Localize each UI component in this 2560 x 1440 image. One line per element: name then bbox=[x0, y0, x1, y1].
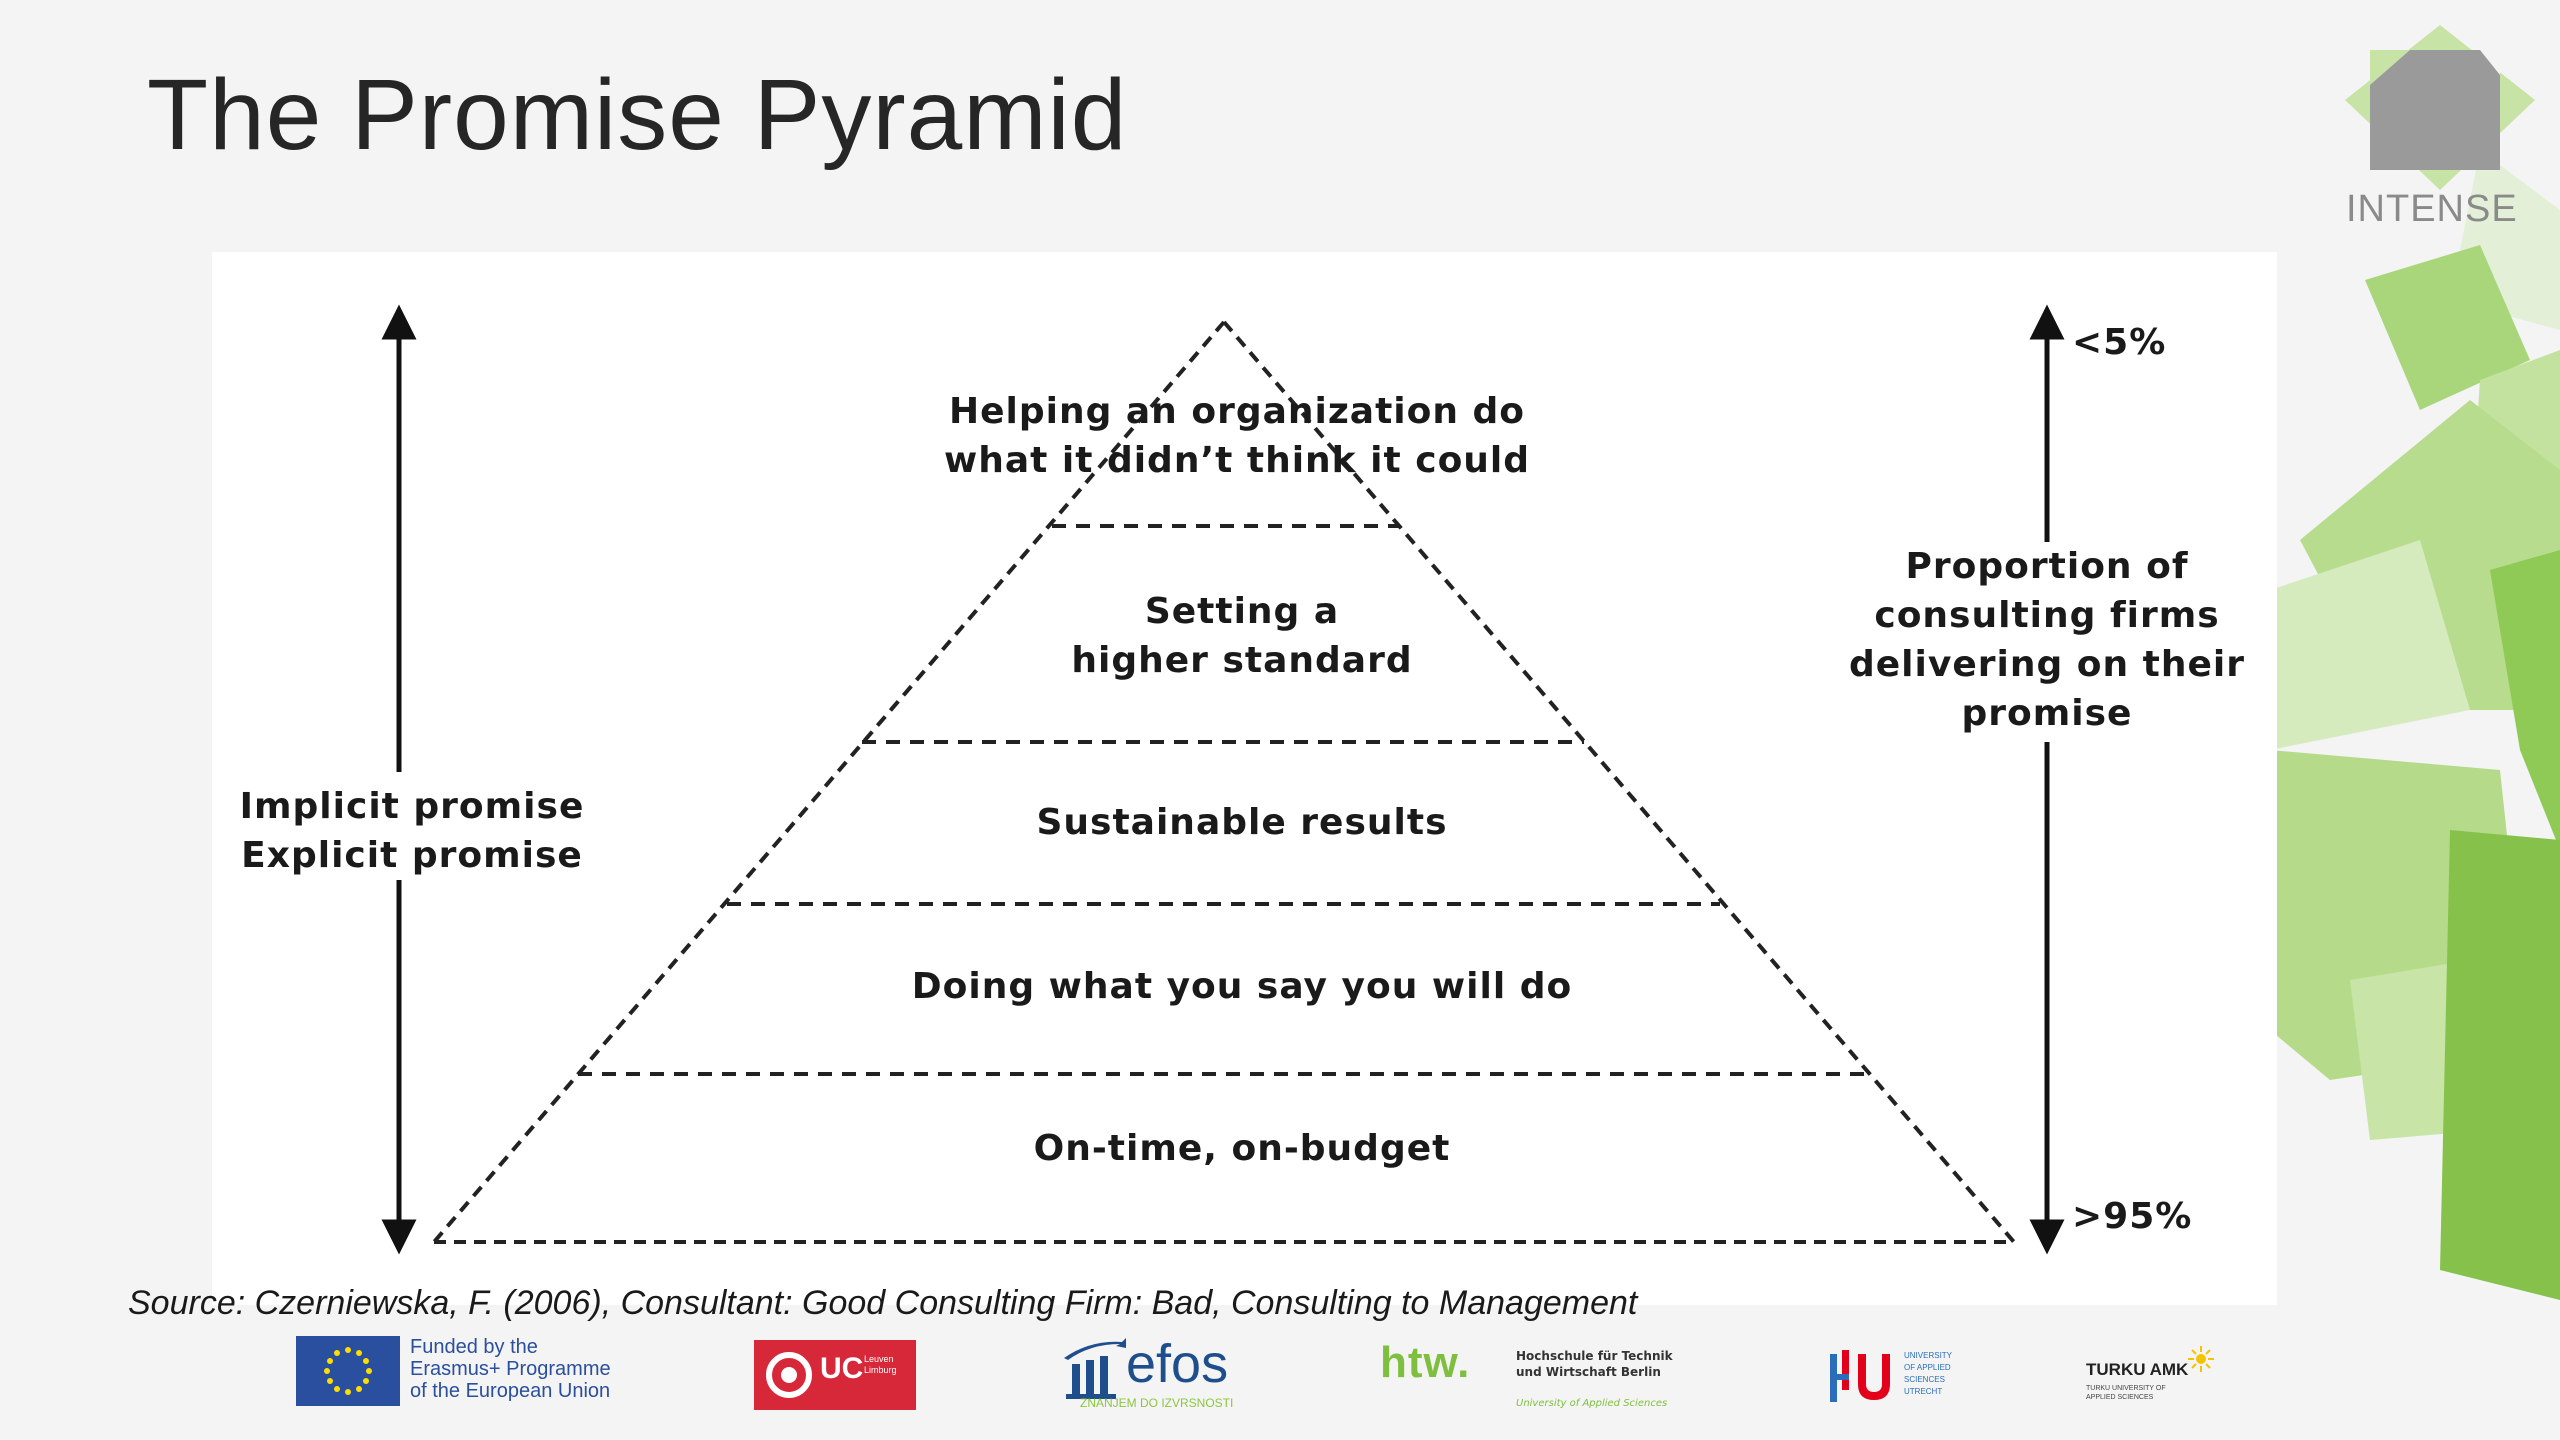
hu-text: UNIVERSITY OF APPLIED SCIENCES UTRECHT bbox=[1904, 1351, 1953, 1396]
source-citation: Source: Czerniewska, F. (2006), Consulta… bbox=[128, 1284, 1638, 1322]
pyramid-right-edge bbox=[1222, 320, 2016, 1244]
htw-label: htw. bbox=[1380, 1338, 1471, 1387]
eu-erasmus-logo: Funded by the Erasmus+ Programme of the … bbox=[296, 1336, 636, 1406]
turku-label: TURKU AMK bbox=[2086, 1360, 2189, 1379]
ucll-logo: UC Leuven Limburg bbox=[754, 1340, 916, 1410]
sun-icon bbox=[2188, 1346, 2214, 1372]
decorative-green-shapes bbox=[2270, 150, 2560, 1300]
turku-amk-logo: TURKU AMK TURKU UNIVERSITY OF APPLIED SC… bbox=[2086, 1344, 2236, 1410]
top-percentage-label: <5% bbox=[2072, 322, 2167, 363]
hu-mark-icon bbox=[1830, 1350, 1890, 1402]
hu-utrecht-logo: HU UNIVERSITY OF APPLIED SCIENCES UTRECH… bbox=[1830, 1346, 1960, 1410]
efos-sub: ZNANJEM DO IZVRSNOSTI bbox=[1080, 1396, 1234, 1410]
efos-logo: efos ZNANJEM DO IZVRSNOSTI bbox=[1060, 1330, 1250, 1414]
intense-logo-icon bbox=[2345, 25, 2535, 190]
efos-label: efos bbox=[1126, 1334, 1229, 1394]
pyramid-level-2-label: Setting a higher standard bbox=[1071, 591, 1413, 681]
explicit-promise-label: Explicit promise bbox=[212, 831, 612, 880]
pyramid-left-edge bbox=[432, 320, 1226, 1244]
proportion-label: Proportion of consulting firms deliverin… bbox=[1832, 542, 2262, 738]
htw-sub: University of Applied Sciences bbox=[1516, 1398, 1668, 1409]
ucll-circle-icon bbox=[766, 1352, 812, 1398]
htw-text: Hochschule für Technik und Wirtschaft Be… bbox=[1516, 1349, 1673, 1379]
pyramid-drawing bbox=[381, 304, 2065, 1255]
pyramid-level-5-label: On-time, on-budget bbox=[1033, 1128, 1451, 1169]
pyramid-level-1-label: Helping an organization do what it didn’… bbox=[943, 391, 1531, 481]
ucll-sub: Leuven Limburg bbox=[864, 1354, 897, 1375]
eu-flag-icon bbox=[296, 1336, 400, 1406]
bottom-percentage-label: >95% bbox=[2072, 1196, 2193, 1237]
slide-title: The Promise Pyramid bbox=[147, 59, 1128, 171]
efos-columns-icon bbox=[1064, 1338, 1126, 1399]
pyramid-level-3-label: Sustainable results bbox=[1036, 802, 1448, 843]
implicit-promise-label: Implicit promise bbox=[212, 782, 612, 831]
htw-logo: htw. Hochschule für Technik und Wirtscha… bbox=[1380, 1338, 1680, 1414]
pyramid-level-4-label: Doing what you say you will do bbox=[911, 966, 1573, 1007]
brand-name: INTENSE bbox=[2346, 188, 2518, 230]
ucll-label: UC bbox=[820, 1352, 864, 1385]
promise-pyramid-figure: Helping an organization do what it didn’… bbox=[212, 252, 2277, 1305]
turku-sub: TURKU UNIVERSITY OF APPLIED SCIENCES bbox=[2086, 1385, 2166, 1401]
eu-funding-text: Funded by the Erasmus+ Programme of the … bbox=[410, 1336, 611, 1402]
